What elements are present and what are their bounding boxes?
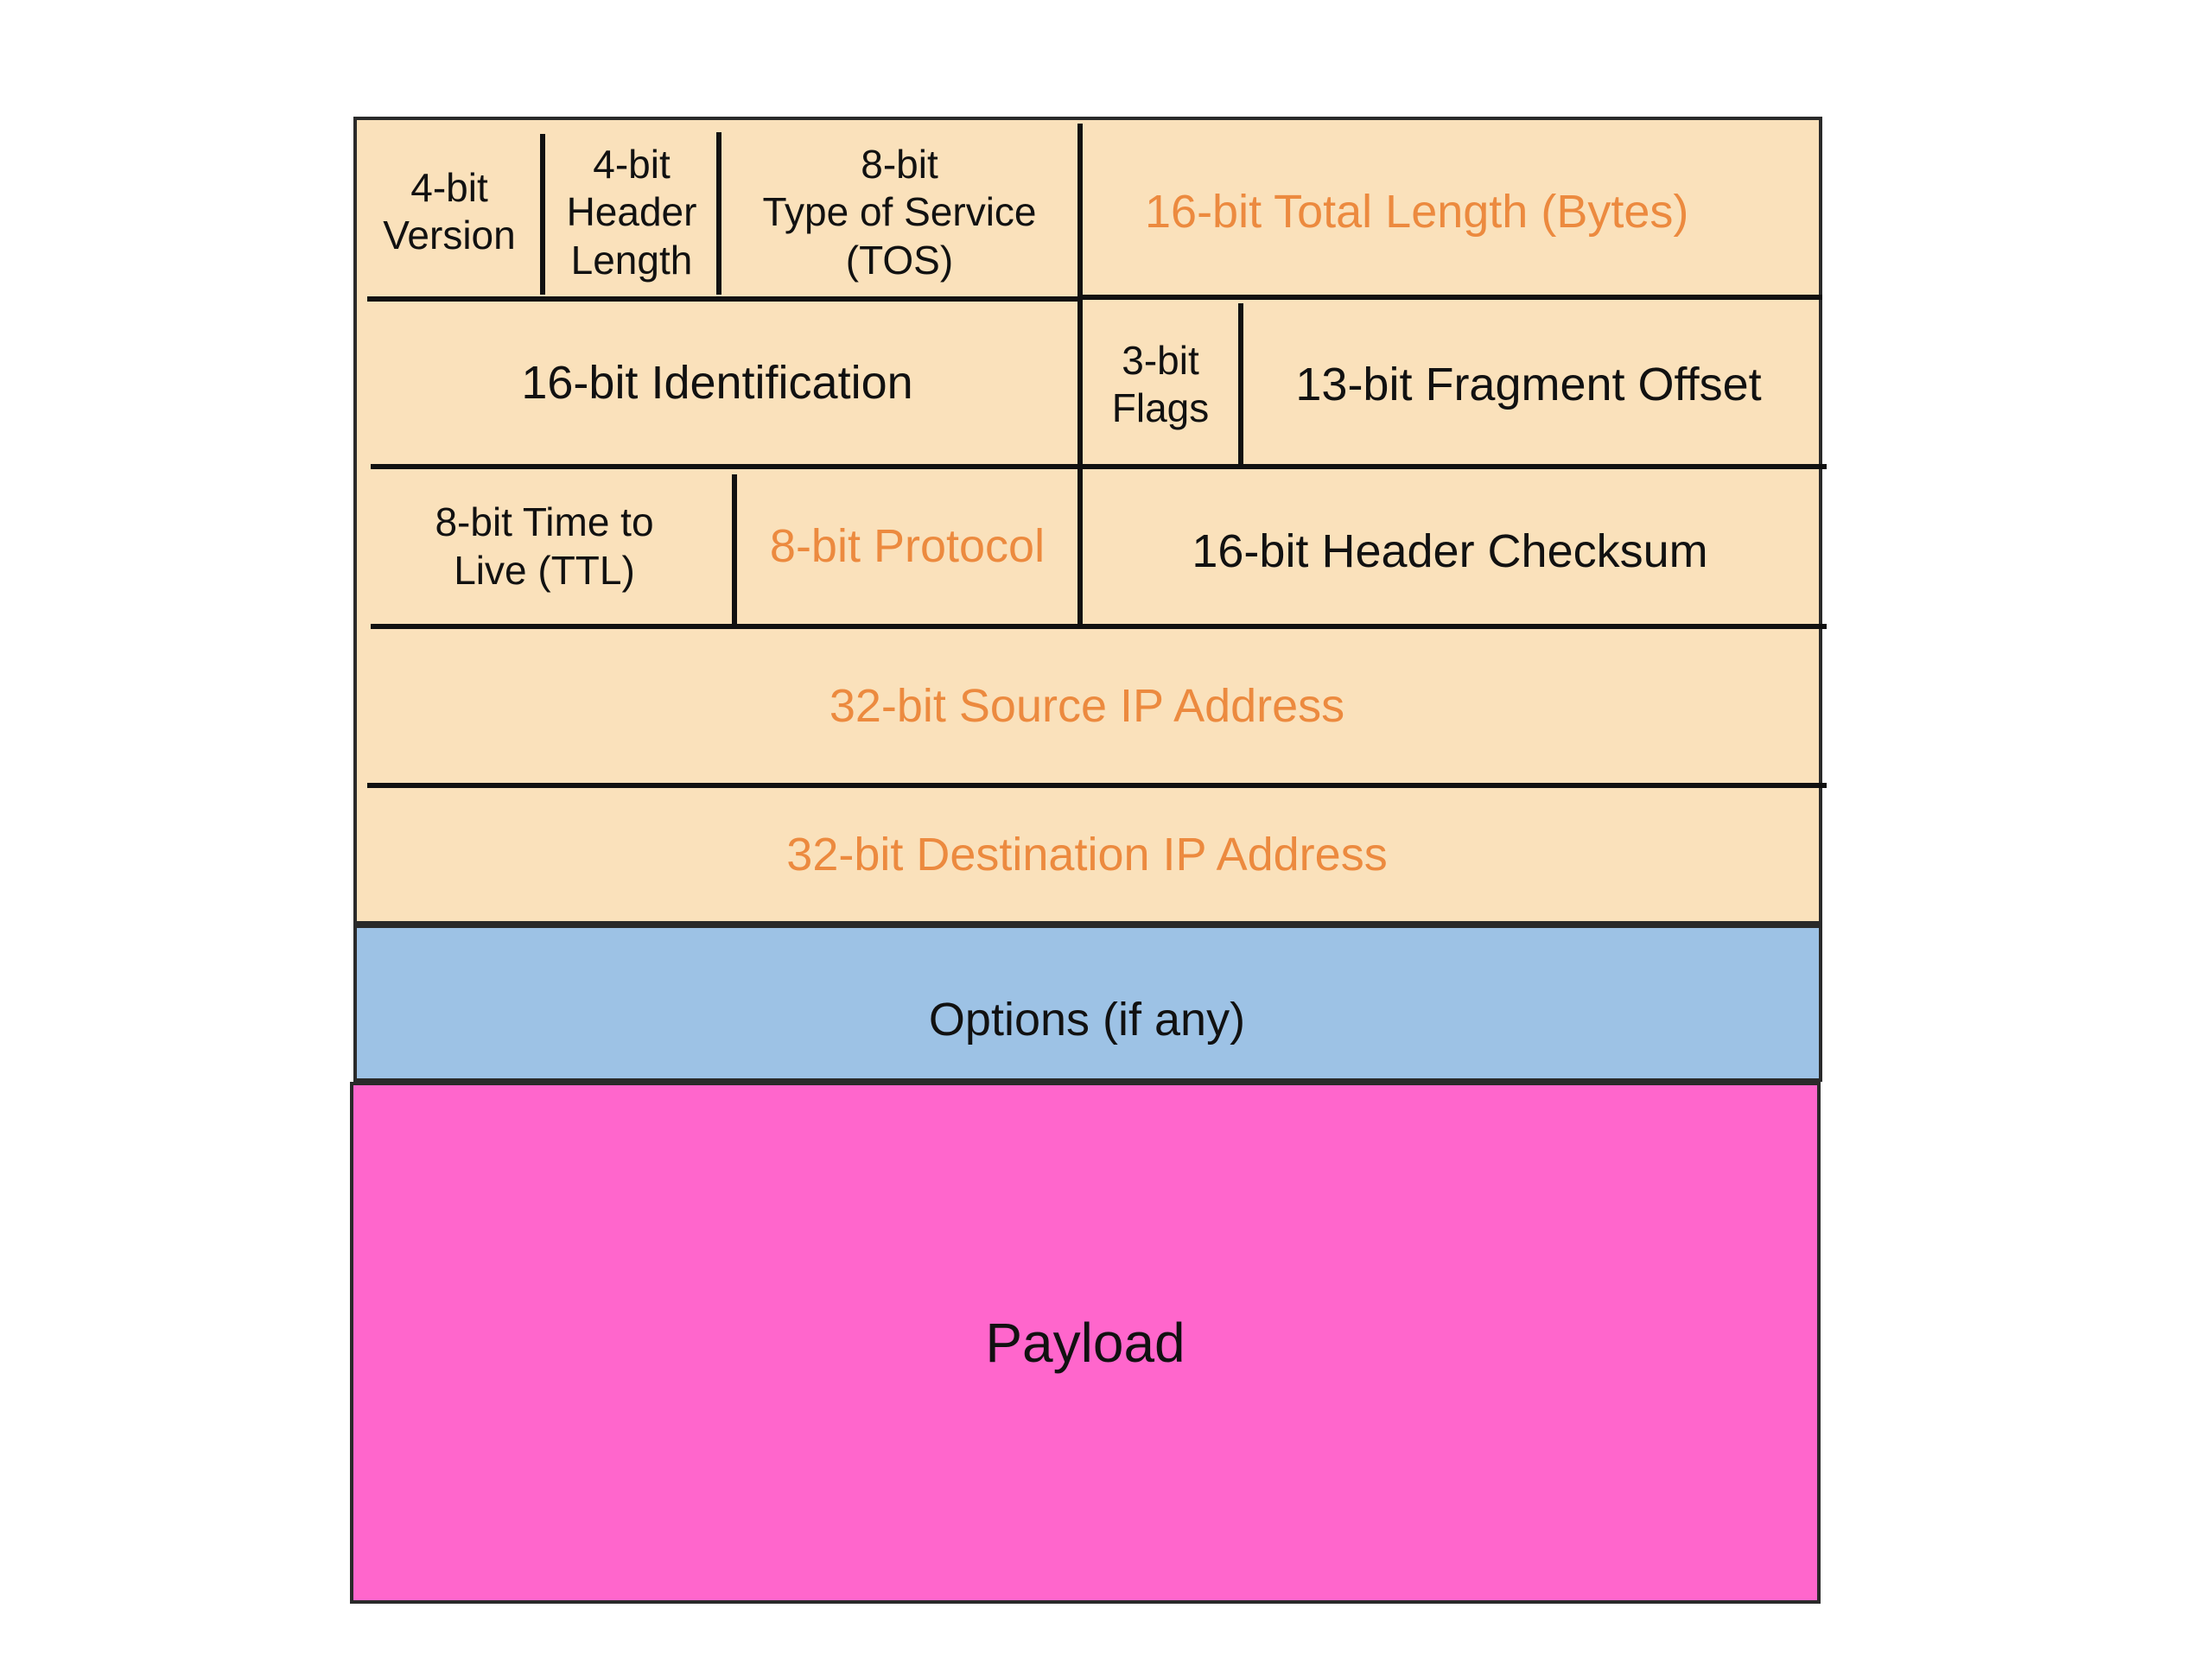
row-divider-2 (371, 464, 1827, 469)
divider-tos-totallen (1077, 124, 1083, 296)
field-fragment-offset: 13-bit Fragment Offset (1295, 358, 1762, 410)
field-identification: 16-bit Identification (521, 356, 913, 409)
divider-ident-flags (1077, 298, 1083, 467)
field-destination-ip: 32-bit Destination IP Address (786, 828, 1388, 880)
field-type-of-service: 8-bit Type of Service (TOS) (762, 142, 1037, 283)
field-total-length: 16-bit Total Length (Bytes) (1145, 185, 1689, 238)
row-divider-1b (1078, 295, 1822, 300)
options-block (353, 925, 1822, 1082)
row-divider-3 (371, 624, 1827, 629)
divider-version-hlen (540, 134, 545, 295)
ip-header-block (353, 117, 1822, 925)
options-label: Options (if any) (928, 993, 1246, 1046)
row-divider-4 (367, 783, 1827, 788)
payload-label: Payload (985, 1311, 1185, 1374)
field-header-checksum: 16-bit Header Checksum (1192, 524, 1708, 577)
divider-protocol-checksum (1077, 469, 1083, 624)
payload-block (350, 1082, 1821, 1604)
divider-ttl-protocol (732, 474, 737, 626)
field-header-length: 4-bit Header Length (566, 142, 697, 283)
field-version: 4-bit Version (383, 164, 516, 257)
field-protocol: 8-bit Protocol (769, 520, 1046, 573)
row-divider-1 (367, 296, 1081, 302)
divider-flags-fragoffset (1238, 303, 1243, 467)
field-flags: 3-bit Flags (1111, 337, 1210, 430)
field-source-ip: 32-bit Source IP Address (829, 679, 1345, 732)
field-time-to-live: 8-bit Time to Live (TTL) (435, 499, 654, 593)
divider-hlen-tos (716, 132, 721, 295)
